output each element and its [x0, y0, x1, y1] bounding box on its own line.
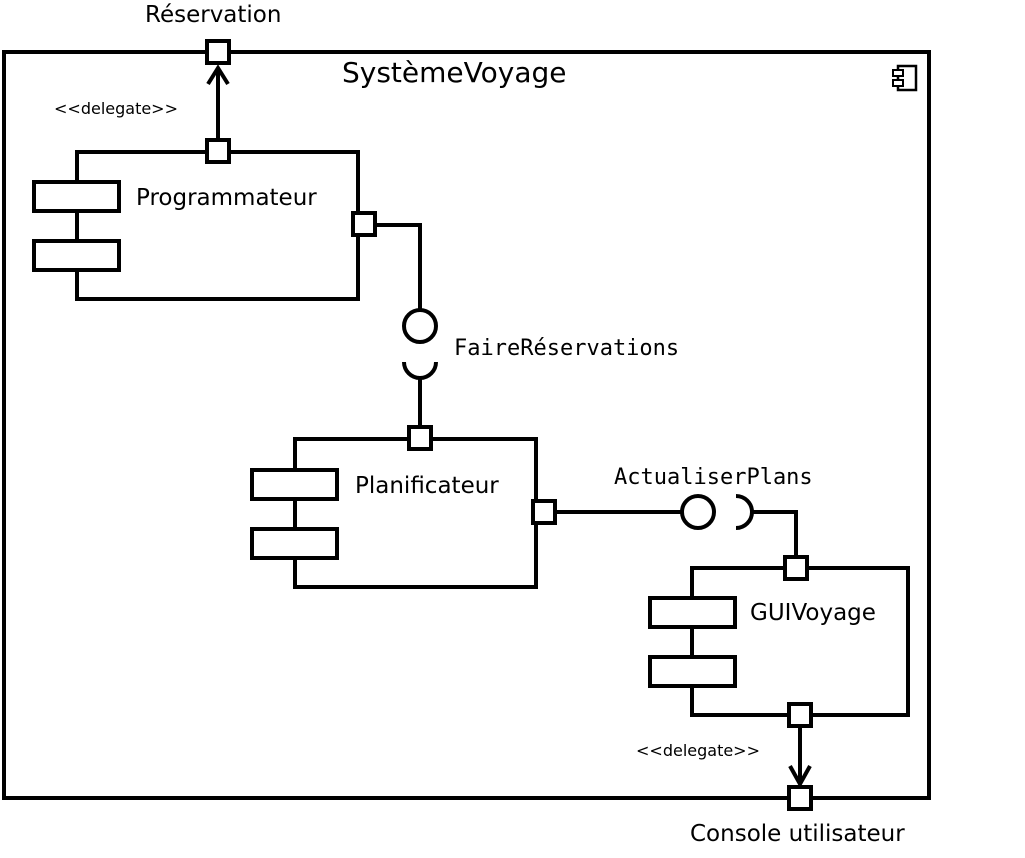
guivoyage-required-connector: [752, 510, 798, 556]
component-guivoyage: GUIVoyage: [648, 566, 910, 717]
programmateur-label: Programmateur: [136, 185, 317, 211]
guivoyage-bottom-port: [787, 702, 813, 728]
faire-reservations-socket: [402, 361, 438, 380]
actualiser-plans-lollipop: [680, 494, 716, 530]
planificateur-right-port: [531, 499, 557, 525]
delegate-top-label: <<delegate>>: [54, 99, 178, 118]
reservation-port: [205, 39, 231, 65]
faire-reservations-lollipop: [402, 308, 438, 344]
planificateur-label: Planificateur: [355, 473, 499, 499]
console-port: [787, 785, 813, 811]
actualiser-plans-socket: [735, 494, 754, 530]
delegate-bottom-label: <<delegate>>: [636, 741, 760, 760]
faire-reservations-connector: [374, 223, 422, 310]
component-icon: [892, 64, 918, 92]
console-port-label: Console utilisateur: [690, 821, 905, 847]
reservation-port-label: Réservation: [145, 2, 281, 28]
component-planificateur: Planificateur: [250, 437, 538, 589]
delegate-bottom-arrowhead: [788, 765, 812, 789]
programmateur-top-port: [205, 138, 231, 164]
system-title: SystèmeVoyage: [342, 56, 566, 89]
guivoyage-label: GUIVoyage: [750, 600, 876, 626]
planificateur-top-port: [407, 425, 433, 451]
delegate-top-arrowhead: [206, 64, 230, 86]
programmateur-right-port: [351, 211, 377, 237]
system-boundary: [2, 50, 931, 800]
component-programmateur: Programmateur: [32, 150, 360, 301]
actualiser-plans-label: ActualiserPlans: [614, 465, 813, 490]
faire-reservations-label: FaireRéservations: [454, 336, 679, 361]
guivoyage-top-port: [783, 555, 809, 581]
